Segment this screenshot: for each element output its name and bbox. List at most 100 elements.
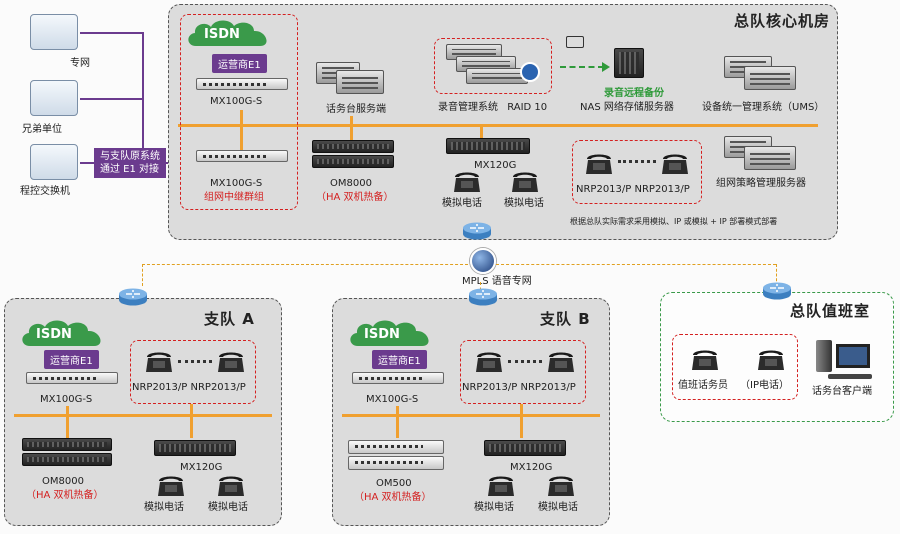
mpls-link: [776, 264, 777, 286]
mx100g-label: MX100G-S: [40, 394, 93, 405]
mx120g-gateway: [154, 440, 236, 456]
ip-phone-icon: [756, 346, 786, 372]
branch-b-drop-line: [520, 404, 523, 438]
duty-router-icon: [762, 282, 792, 300]
duty-phone-box: [672, 334, 798, 400]
ellipsis-dots: [178, 360, 212, 363]
isdn-label: ISDN: [204, 27, 240, 42]
recording-box: [434, 38, 552, 94]
mpls-globe-icon: [470, 248, 496, 274]
nrp-label: NRP2013/P NRP2013/P: [576, 184, 690, 195]
carrier-e1-tag: 运营商E1: [212, 54, 267, 73]
dedicated-network-label: 专网: [70, 58, 90, 69]
branch-b-router-icon: [468, 288, 498, 306]
recording-server: [466, 68, 528, 84]
analog-phone-icon: [216, 472, 246, 498]
om500-server: [348, 440, 444, 454]
analog-phone-label: 模拟电话: [442, 198, 482, 209]
deployment-note: 根据总队实际需求采用模拟、IP 或模拟 + IP 部署模式部署: [570, 217, 778, 226]
ip-phone-icon: [546, 348, 576, 374]
branch-a-bus-line: [14, 414, 272, 417]
ip-phone-box: [130, 340, 256, 404]
pbx-icon: [30, 144, 78, 180]
policy-server: [744, 146, 796, 170]
ip-phone-icon: [584, 150, 614, 176]
recording-logo-icon: [520, 62, 540, 82]
branch-b-title: 支队 B: [540, 310, 591, 328]
e1-link-note-line1: 与支队原系统: [100, 151, 160, 162]
e1-link-note: 与支队原系统 通过 E1 对接: [94, 148, 166, 178]
console-client-tower: [816, 340, 832, 372]
policy-server-label: 组网策略管理服务器: [716, 178, 806, 189]
ums-server: [744, 66, 796, 90]
console-client-monitor: [836, 344, 870, 368]
mx100g-label: MX100G-S: [210, 178, 263, 189]
console-server: [336, 70, 384, 94]
duty-title: 总队值班室: [790, 302, 871, 320]
analog-phone-label: 模拟电话: [474, 502, 514, 513]
ellipsis-dots: [618, 160, 656, 163]
om8000-server: [312, 155, 394, 168]
link-line: [80, 98, 142, 100]
link-line: [80, 32, 142, 34]
om8000-ha-label: （HA 双机热备）: [26, 490, 104, 501]
mx120g-label: MX120G: [180, 462, 223, 473]
om8000-label: OM8000: [330, 178, 372, 189]
om8000-server: [22, 453, 112, 466]
hq-title: 总队核心机房: [734, 12, 831, 30]
ip-phone-icon: [660, 150, 690, 176]
tape-backup-icon: [566, 36, 584, 48]
dedicated-network-icon: [30, 14, 78, 50]
om8000-server: [312, 140, 394, 153]
e1-link-note-line2: 通过 E1 对接: [100, 164, 160, 175]
hq-core-room-panel: [168, 4, 838, 240]
analog-phone-label: 模拟电话: [504, 198, 544, 209]
ip-phone-box: [572, 140, 702, 204]
om8000-server: [22, 438, 112, 451]
analog-phone-icon: [486, 472, 516, 498]
ip-phone-icon: [474, 348, 504, 374]
link-line: [142, 32, 144, 162]
trunk-group-label: 组网中继群组: [204, 192, 264, 203]
ip-phone-box: [460, 340, 586, 404]
recording-system-text: 录音管理系统: [438, 102, 498, 113]
analog-phone-icon: [452, 168, 482, 194]
analog-phone-icon: [546, 472, 576, 498]
mpls-link: [142, 264, 468, 265]
raid-text: RAID 10: [507, 102, 548, 113]
console-server-label: 话务台服务端: [326, 104, 386, 115]
operator-label: 值班话务员: [678, 380, 728, 391]
mx120g-gateway: [446, 138, 530, 154]
ums-label: 设备统一管理系统（UMS）: [702, 102, 825, 113]
mx100g-gateway: [26, 372, 118, 384]
mx120g-label: MX120G: [474, 160, 517, 171]
ip-phone-icon: [216, 348, 246, 374]
mx100g-gateway: [196, 78, 288, 90]
hq-drop-line: [350, 116, 353, 128]
ip-phone-icon: [144, 348, 174, 374]
mx100g-label: MX100G-S: [210, 96, 263, 107]
recording-label: 录音管理系统 RAID 10: [438, 102, 547, 114]
om8000-label: OM8000: [42, 476, 84, 487]
branch-a-drop-line: [66, 406, 69, 438]
branch-a-router-icon: [118, 288, 148, 306]
nas-label: NAS 网络存储服务器: [580, 102, 674, 113]
om500-server: [348, 456, 444, 470]
branch-a-drop-line: [190, 404, 193, 438]
mpls-link: [142, 264, 143, 286]
mpls-link: [496, 264, 776, 265]
carrier-e1-tag: 运营商E1: [44, 350, 99, 369]
partner-unit-label: 兄弟单位: [22, 124, 62, 135]
analog-phone-label: 模拟电话: [538, 502, 578, 513]
analog-phone-label: 模拟电话: [208, 502, 248, 513]
mpls-label: MPLS 语音专网: [462, 276, 532, 287]
ellipsis-dots: [508, 360, 542, 363]
om500-ha-label: （HA 双机热备）: [354, 492, 432, 503]
remote-backup-arrow: [560, 66, 604, 68]
analog-phone-icon: [510, 168, 540, 194]
mx100g-gateway: [352, 372, 444, 384]
nas-storage: [614, 48, 644, 78]
remote-backup-arrowhead: [602, 62, 610, 72]
mx120g-label: MX120G: [510, 462, 553, 473]
remote-backup-label: 录音远程备份: [604, 88, 664, 99]
